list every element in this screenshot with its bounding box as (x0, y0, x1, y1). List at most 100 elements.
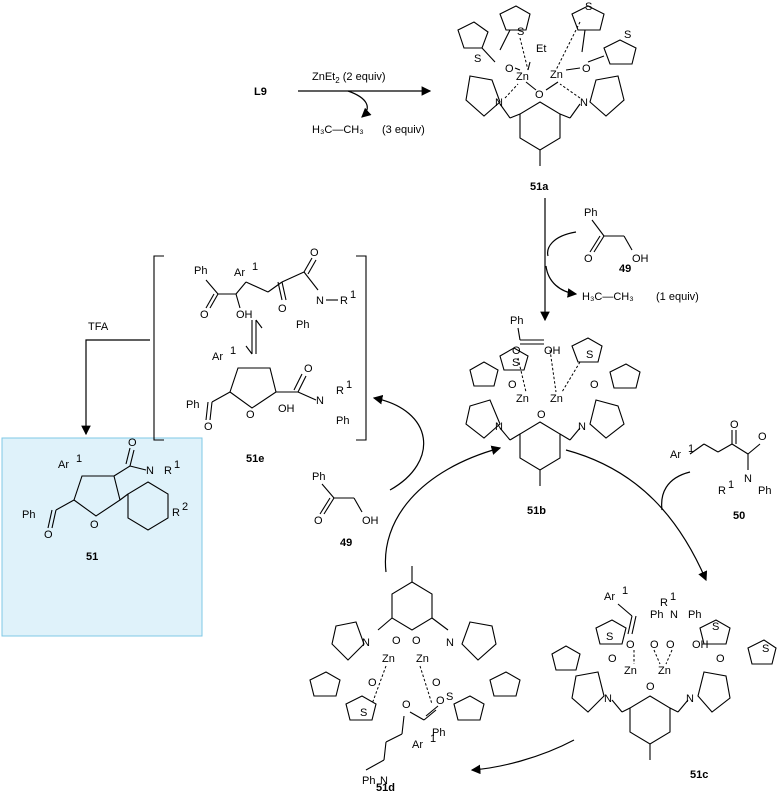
svg-text:OH: OH (632, 253, 649, 265)
svg-text:Ar: Ar (234, 267, 245, 279)
svg-text:N: N (495, 97, 503, 109)
svg-text:1: 1 (350, 289, 356, 301)
label-51e: 51e (246, 453, 264, 465)
svg-text:Zn: Zn (416, 653, 429, 665)
arrow-50-in (661, 471, 691, 511)
svg-text:R: R (336, 385, 344, 397)
svg-text:OH: OH (362, 515, 379, 527)
svg-text:S: S (446, 691, 453, 703)
svg-text:N: N (604, 693, 612, 705)
label-51: 51 (86, 551, 98, 563)
svg-text:S: S (624, 29, 631, 41)
arrow-49-in-top (547, 231, 577, 257)
compound-51e-open-structure: Ph Ar 1 O OH O O N Ph R 1 (194, 247, 356, 331)
svg-text:O: O (412, 635, 421, 647)
product-highlight-box (1, 437, 203, 637)
svg-text:1: 1 (622, 585, 628, 597)
svg-text:O: O (608, 653, 617, 665)
complex-51a-structure: S S S S O Et Zn Zn O O N N (457, 1, 637, 166)
svg-text:Zn: Zn (516, 71, 529, 83)
svg-text:Zn: Zn (658, 665, 671, 677)
svg-text:Ph: Ph (432, 727, 445, 739)
svg-text:Ph: Ph (336, 415, 349, 427)
svg-text:O: O (90, 519, 99, 531)
svg-text:2: 2 (182, 501, 188, 513)
arrow-49-to-51e (372, 394, 425, 491)
svg-text:OH: OH (544, 345, 561, 357)
svg-text:O: O (44, 529, 53, 541)
tfa-label: TFA (88, 321, 109, 333)
svg-text:Ar: Ar (670, 449, 681, 461)
svg-text:Zn: Zn (550, 393, 563, 405)
product-51-structure: Ar 1 O O Ph O N R 1 R 2 (22, 437, 188, 541)
svg-text:R: R (660, 597, 668, 609)
svg-text:O: O (204, 421, 213, 433)
svg-text:N: N (670, 609, 678, 621)
svg-text:O: O (626, 639, 635, 651)
svg-text:1: 1 (688, 443, 694, 455)
svg-text:O: O (650, 639, 659, 651)
svg-text:O: O (402, 699, 411, 711)
svg-text:S: S (762, 643, 769, 655)
ethane-byproduct-3: H₃C—CH₃ (312, 124, 364, 136)
svg-text:S: S (474, 53, 481, 65)
ethane-byproduct-1: H₃C—CH₃ (582, 291, 634, 303)
svg-text:O: O (508, 379, 517, 391)
label-51b: 51b (527, 505, 546, 517)
svg-text:Ph: Ph (362, 775, 375, 787)
svg-text:Ph: Ph (510, 315, 523, 327)
svg-text:Ar: Ar (212, 351, 223, 363)
tfa-arrow (81, 339, 150, 436)
svg-text:O: O (590, 379, 599, 391)
svg-text:O: O (537, 409, 546, 421)
ethane-3-equiv: (3 equiv) (382, 124, 425, 136)
svg-text:O: O (314, 515, 323, 527)
svg-text:N: N (495, 421, 503, 433)
svg-text:O: O (584, 253, 593, 265)
svg-text:O: O (666, 639, 675, 651)
compound-49-top-structure: Ph O OH (584, 207, 649, 265)
label-49-mid: 49 (340, 537, 352, 549)
arrow-51c-to-51d (470, 739, 575, 775)
svg-text:O: O (758, 431, 767, 443)
svg-text:O: O (392, 635, 401, 647)
ethane-release-arrow-top (347, 90, 372, 118)
l9-label: L9 (254, 86, 267, 98)
svg-text:Ph: Ph (688, 609, 701, 621)
svg-text:OH: OH (692, 639, 709, 651)
svg-text:1: 1 (174, 459, 180, 471)
svg-text:O: O (646, 681, 655, 693)
svg-text:S: S (586, 349, 593, 361)
svg-text:R: R (718, 485, 726, 497)
svg-text:Ar: Ar (604, 591, 615, 603)
svg-text:O: O (432, 677, 441, 689)
svg-text:OH: OH (236, 309, 253, 321)
svg-text:O: O (128, 437, 137, 449)
label-50: 50 (733, 510, 745, 522)
svg-text:S: S (712, 621, 719, 633)
svg-text:Et: Et (536, 43, 546, 55)
complex-51d-structure: N N O O Zn Zn O O S S O O Ph Ar 1 Ph N (309, 566, 521, 787)
svg-text:Zn: Zn (382, 653, 395, 665)
svg-text:Zn: Zn (550, 69, 563, 81)
svg-text:O: O (368, 677, 377, 689)
equilibrium-head-down (245, 345, 253, 355)
svg-text:Ph: Ph (312, 471, 325, 483)
svg-text:N: N (380, 775, 388, 787)
svg-text:Ph: Ph (650, 609, 663, 621)
svg-text:O: O (278, 303, 287, 315)
svg-text:N: N (580, 97, 588, 109)
svg-text:N: N (446, 637, 454, 649)
bracket-right (356, 255, 367, 441)
svg-text:N: N (316, 295, 324, 307)
complex-51c-structure: Ar 1 R 1 Ph N Ph O O O OH S S S O O Zn Z… (551, 585, 777, 760)
svg-text:1: 1 (430, 733, 436, 745)
compound-51e-cyclic-structure: Ar 1 O O Ph OH O N R 1 Ph (186, 345, 352, 433)
svg-text:O: O (436, 695, 445, 707)
svg-text:1: 1 (230, 345, 236, 357)
ethane-1-equiv: (1 equiv) (656, 291, 699, 303)
label-51a: 51a (530, 181, 549, 193)
svg-text:1: 1 (252, 261, 258, 273)
svg-text:O: O (716, 653, 725, 665)
